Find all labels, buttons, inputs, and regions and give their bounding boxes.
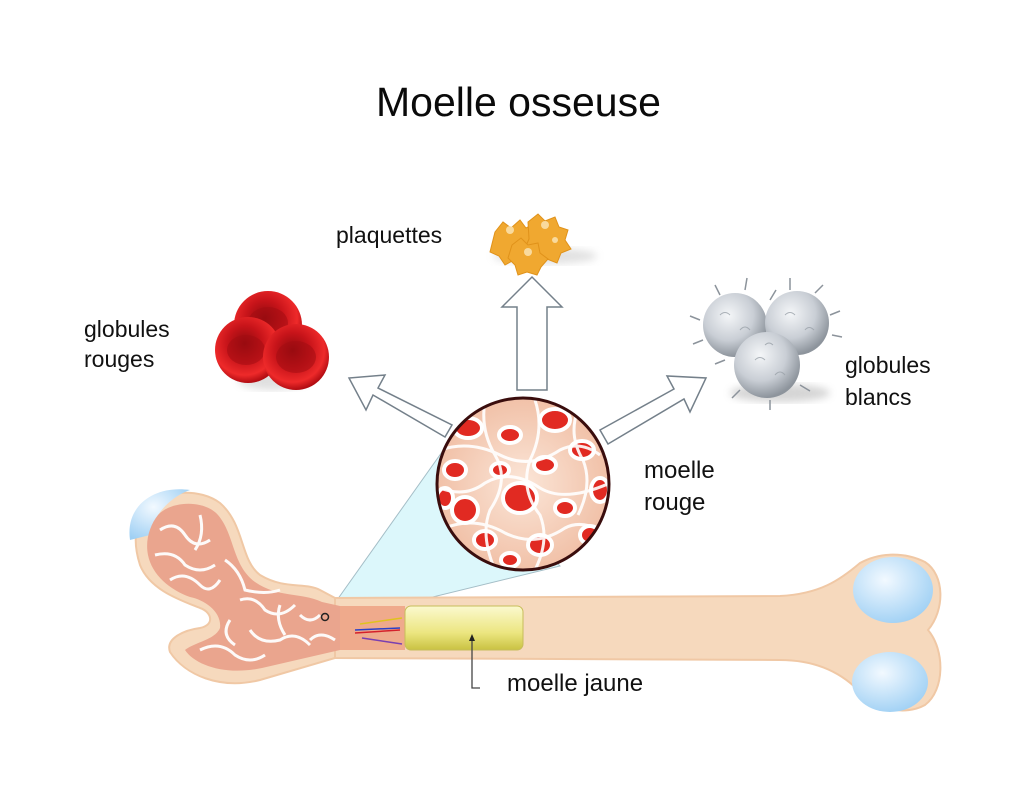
cartilage-left <box>129 489 190 540</box>
red-marrow-magnified <box>435 396 611 572</box>
zoom-point <box>320 612 330 622</box>
label-white-cells-line1: globules <box>845 352 931 378</box>
label-white-cells-line2: blancs <box>845 384 912 410</box>
label-platelets: plaquettes <box>336 222 443 248</box>
label-red-cells-line1: globules <box>84 316 170 342</box>
yellow-marrow-pointer <box>471 637 480 689</box>
label-red-cells-line2: rouges <box>84 346 155 372</box>
yellow-marrow <box>404 605 524 651</box>
diagram-title: Moelle osseuse <box>376 79 661 125</box>
white-blood-cells-icon <box>689 277 843 410</box>
platelets-icon <box>489 213 597 276</box>
red-blood-cells-icon <box>215 291 329 390</box>
label-red-marrow-line1: moelle <box>644 457 715 484</box>
arrow-up <box>500 275 564 391</box>
arrow-right <box>598 375 708 446</box>
cartilage-bottom-right <box>852 652 928 712</box>
label-red-marrow-line2: rouge <box>644 489 706 516</box>
arrows <box>347 275 708 446</box>
cartilage-top-right <box>853 557 933 623</box>
label-yellow-marrow: moelle jaune <box>507 670 644 697</box>
bone <box>129 489 942 712</box>
arrow-left <box>347 374 454 439</box>
